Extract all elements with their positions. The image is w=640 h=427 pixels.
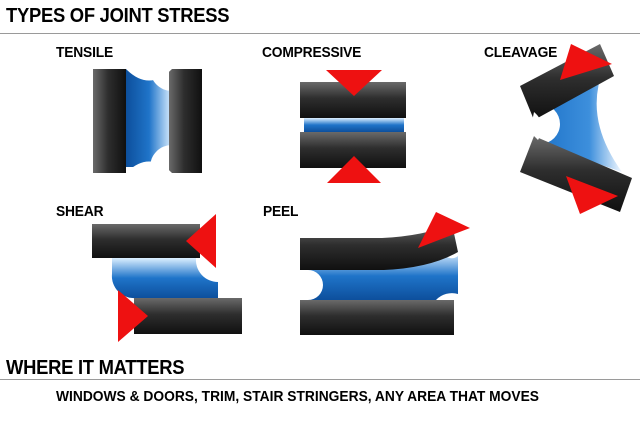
peel-diagram	[300, 212, 470, 335]
compressive-diagram	[300, 70, 406, 183]
shear-label: SHEAR	[56, 203, 104, 220]
section-text: WINDOWS & DOORS, TRIM, STAIR STRINGERS, …	[56, 388, 540, 405]
shear-right-arrow	[186, 214, 216, 268]
tensile-label: TENSILE	[56, 44, 113, 61]
shear-adhesive	[111, 258, 218, 299]
tensile-left-bar	[93, 69, 126, 173]
tensile-notch-top	[126, 69, 172, 81]
peel-label: PEEL	[263, 203, 299, 220]
page-title: TYPES OF JOINT STRESS	[6, 5, 230, 27]
cleavage-label: CLEAVAGE	[484, 44, 558, 61]
cleavage-top-arrow	[560, 44, 612, 80]
shear-diagram	[92, 214, 242, 342]
compressive-bottom-arrow	[327, 156, 381, 183]
section-title: WHERE IT MATTERS	[6, 357, 185, 379]
peel-bottom-bar	[300, 300, 454, 335]
peel-top-bar	[300, 224, 458, 270]
shear-left-arrow	[118, 290, 148, 342]
tensile-adhesive	[126, 69, 172, 167]
section-divider	[0, 379, 640, 380]
compressive-label: COMPRESSIVE	[262, 44, 362, 61]
header-divider	[0, 33, 640, 34]
cleavage-diagram	[520, 44, 632, 214]
peel-arrow	[418, 212, 470, 248]
tensile-diagram	[93, 69, 202, 173]
compressive-top-arrow	[326, 70, 382, 96]
compressive-adhesive	[304, 118, 404, 132]
tensile-notch-bottom	[126, 161, 172, 173]
shear-bottom-bar	[134, 298, 242, 334]
cleavage-notch	[530, 112, 543, 140]
tensile-right-bar	[169, 69, 202, 173]
shear-top-bar	[92, 224, 200, 258]
cleavage-bottom-arrow	[566, 176, 618, 214]
